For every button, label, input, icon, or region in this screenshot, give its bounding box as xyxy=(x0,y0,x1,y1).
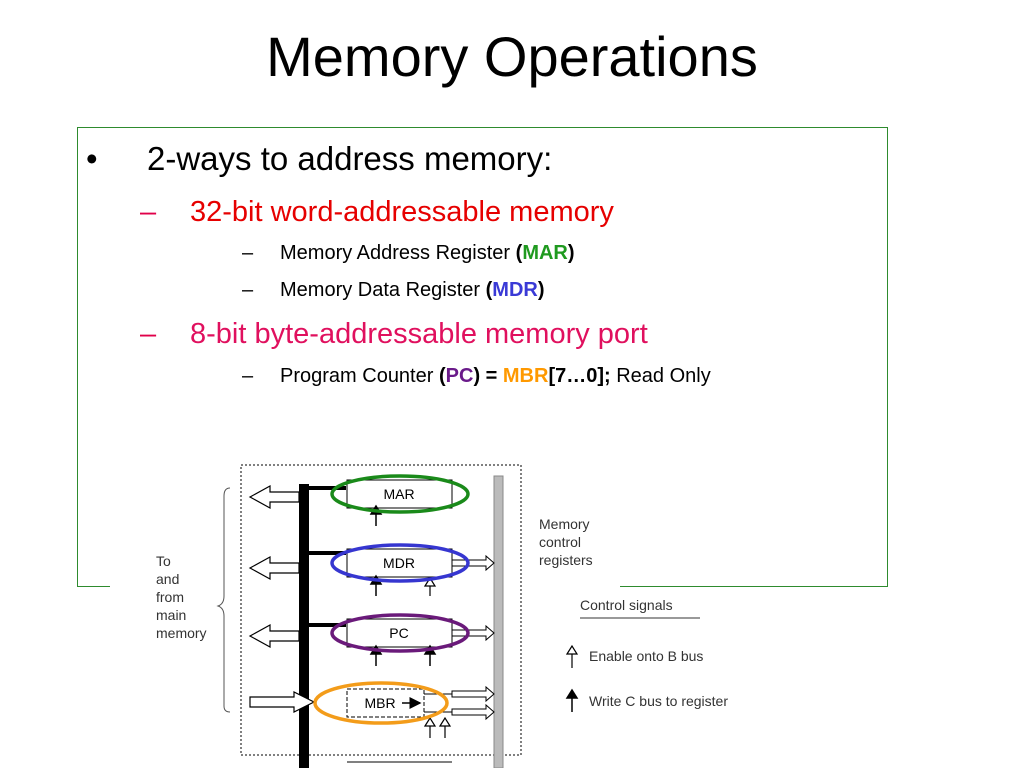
mbr-register-label: MBR xyxy=(364,695,395,711)
b-bus xyxy=(493,475,504,768)
bullet-heading: 2-ways to address memory: xyxy=(147,140,553,177)
mdr-close-paren: ) xyxy=(537,279,545,301)
pc-item-text: Program Counter xyxy=(280,365,439,387)
bullet-marker: • xyxy=(86,140,98,177)
mdr-open-paren: ( xyxy=(485,279,493,301)
sub-dash-word: – xyxy=(140,196,157,228)
mar-item: Memory Address Register (MAR) xyxy=(280,242,575,265)
mdr-register-label: MDR xyxy=(383,555,415,571)
datapath-enclosure xyxy=(240,464,522,756)
write-bus-icon xyxy=(565,688,579,712)
mdr-highlight-ellipse xyxy=(330,543,470,583)
main-memory-label: To and from main memory xyxy=(156,553,207,641)
pc-item: Program Counter (PC) = MBR[7…0]; Read On… xyxy=(280,365,711,388)
pc-abbr: PC xyxy=(445,365,474,387)
mbr-highlight-ellipse xyxy=(313,681,449,725)
pc-memory-arrow xyxy=(248,623,300,649)
mdr-item-text: Memory Data Register xyxy=(280,279,486,301)
mbr-abbr: MBR xyxy=(502,365,549,387)
slide-title: Memory Operations xyxy=(266,25,758,88)
item-dash-mdr: – xyxy=(242,279,254,301)
mar-close-paren: ) xyxy=(567,242,575,264)
enable-bus-icon xyxy=(565,644,579,668)
mdr-abbr: MDR xyxy=(492,279,538,301)
pc-open-paren: ( xyxy=(438,365,446,387)
pc-register-box xyxy=(346,618,453,648)
sub-dash-byte: – xyxy=(140,318,157,350)
mar-abbr: MAR xyxy=(522,242,568,264)
mar-register-label: MAR xyxy=(383,486,414,502)
mar-highlight-ellipse xyxy=(330,474,470,514)
pc-close-eq: ) = xyxy=(473,365,503,387)
legend-title: Control signals xyxy=(580,597,673,613)
item-dash-pc: – xyxy=(242,365,254,387)
legend-write-text: Write C bus to register xyxy=(589,693,728,709)
mbr-range: [7…0]; xyxy=(548,365,611,387)
mdr-item: Memory Data Register (MDR) xyxy=(280,279,545,302)
mdr-register-box xyxy=(346,548,453,578)
mar-register-box xyxy=(346,479,453,509)
memory-control-label: Memory control registers xyxy=(539,516,593,568)
read-only-text: Read Only xyxy=(610,365,711,387)
byte-addressable-label: 8-bit byte-addressable memory port xyxy=(190,318,648,350)
item-dash-mar: – xyxy=(242,242,254,264)
legend-enable-text: Enable onto B bus xyxy=(589,648,703,664)
mar-item-text: Memory Address Register xyxy=(280,242,516,264)
mbr-memory-arrow-in xyxy=(249,691,316,713)
memory-brace xyxy=(216,487,231,713)
pc-highlight-ellipse xyxy=(330,613,470,653)
mar-open-paren: ( xyxy=(515,242,523,264)
mar-memory-arrow xyxy=(248,484,300,510)
word-addressable-label: 32-bit word-addressable memory xyxy=(190,196,614,228)
pc-register-label: PC xyxy=(389,625,408,641)
mdr-memory-arrow-out xyxy=(248,555,300,581)
